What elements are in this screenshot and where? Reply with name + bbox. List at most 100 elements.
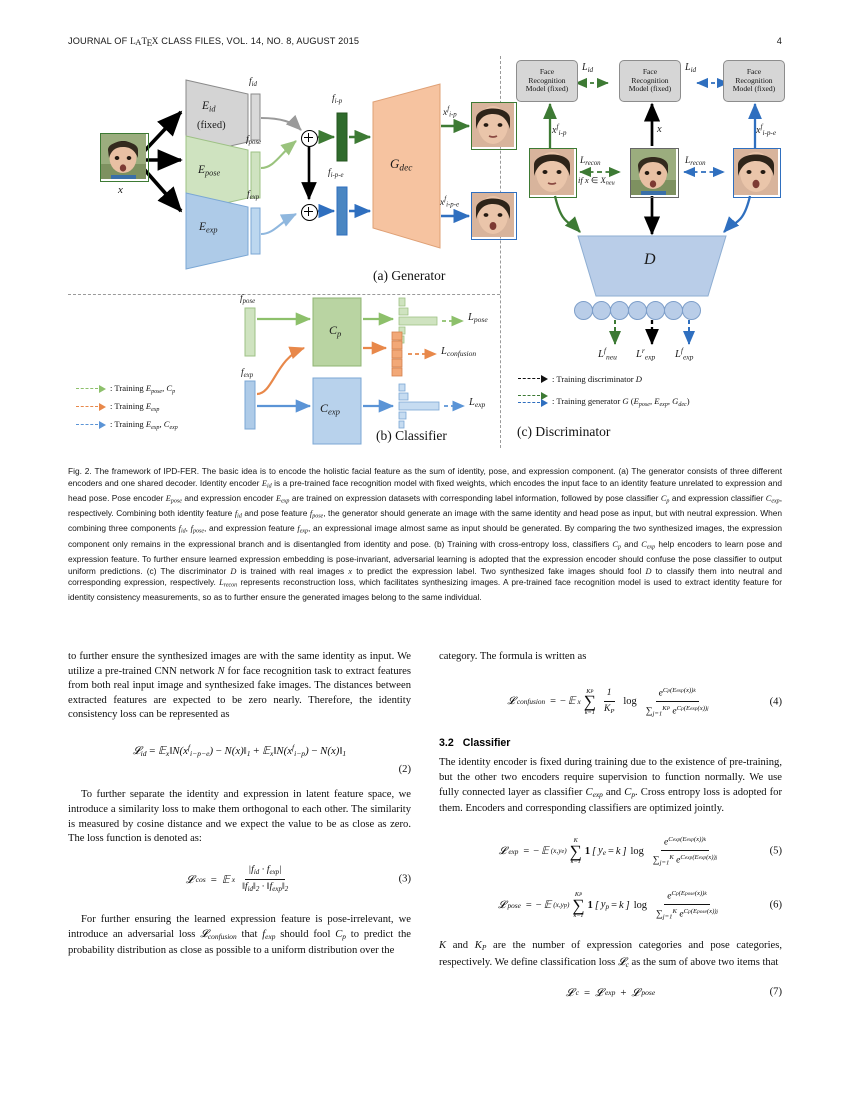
discriminator-svg [543, 77, 762, 346]
body-left-column: to further ensure the synthesized images… [68, 650, 411, 959]
generator-input-label: x [118, 184, 123, 196]
disc-x-label: x [657, 124, 662, 135]
classifier-legend-row-1: : Training Epose, Cp [76, 383, 175, 395]
disc-loss-rexp-label: Lrexp [636, 346, 656, 362]
disc-neuron [628, 301, 647, 320]
output-face-neutral [471, 102, 517, 150]
disc-loss-fexp-label: Lfexp [675, 346, 694, 362]
figure-2: x Eid (fixed) Epose Eexp fid fpose fexp … [68, 56, 785, 456]
caption-body-6: , respectively. Combining both identity … [68, 492, 783, 519]
disc-fake-neutral-face [529, 148, 577, 198]
right-paragraph-2: The identity encoder is fixed during tra… [439, 757, 782, 815]
caption-body-14: is trained with real images [236, 565, 349, 576]
legend-dash-black [518, 375, 548, 383]
classifier-cexp-label: Cexp [320, 401, 340, 417]
sum-operator-top [301, 130, 318, 147]
section-title: Classifier [462, 736, 511, 749]
section-number: 3.2 [439, 736, 454, 749]
feature-fpose-label: fpose [246, 135, 262, 146]
feature-fexp-label: fexp [247, 190, 260, 201]
encoder-pose-label: Epose [198, 164, 221, 178]
legend-dash-orange [76, 402, 106, 411]
output-xipe-label: xfi-p-e [440, 196, 460, 209]
loss-id-left-label: Lid [582, 62, 594, 75]
disc-neuron [574, 301, 593, 320]
disc-neuron [682, 301, 701, 320]
disc-neuron [592, 301, 611, 320]
feature-fid-label: fid [249, 77, 257, 88]
classifier-legend-row-2: : Training Eexp [76, 401, 159, 413]
legend-text-exp-cls: : Training Eexp, Cexp [110, 419, 178, 431]
loss-recon-right-label: Lrecon [685, 156, 706, 167]
feature-fip-label: fi-p [332, 94, 343, 105]
panel-b-caption: (b) Classifier [376, 428, 447, 443]
equation-5-tag: (5) [769, 845, 782, 857]
figure-caption: Fig. 2. The framework of IPD-FER. The ba… [68, 466, 783, 603]
left-paragraph-3: For further ensuring the learned express… [68, 914, 412, 957]
disc-loss-fneu-label: Lfneu [598, 346, 617, 362]
caption-body-16: to classify them into neutral and corres… [68, 565, 782, 588]
right-paragraph-3: K and KP are the number of expression ca… [439, 940, 783, 970]
caption-body-12: and [620, 538, 642, 549]
figure-horizontal-divider [68, 294, 500, 295]
classifier-fpose-label: fpose [240, 294, 256, 305]
disc-neuron [610, 301, 629, 320]
caption-body-7: and pose feature [241, 508, 310, 519]
journal-prefix: JOURNAL OF [68, 36, 131, 46]
encoder-id-note: (fixed) [197, 120, 226, 131]
classifier-fexp-label: fexp [241, 368, 254, 379]
output-xip-label: xfi-p [443, 106, 457, 119]
caption-body-13: help encoders to learn pose and expressi… [68, 538, 782, 576]
legend-text-exp-enc: : Training Eexp [110, 401, 160, 413]
loss-recon-left-label: Lrecon [580, 156, 601, 167]
page-number: 4 [776, 36, 782, 46]
caption-body-11: , an expressional image almost same as i… [68, 523, 783, 549]
discriminator-legend-row-2: : Training generator G (Epose, Eexp, Gde… [518, 392, 690, 408]
classifier-legend-row-3: : Training Eexp, Cexp [76, 419, 178, 431]
loss-confusion-label: Lconfusion [441, 346, 477, 359]
right-paragraph-1: category. The formula is written as [439, 651, 587, 662]
journal-title: JOURNAL OF LATEX CLASS FILES, VOL. 14, N… [68, 36, 360, 48]
figure-vertical-divider [500, 56, 501, 448]
legend-text-pose: : Training Epose, Cp [110, 383, 176, 395]
legend-dash-blue [76, 420, 106, 429]
equation-3-tag: (3) [398, 873, 411, 885]
left-paragraph-2: To further separate the identity and exp… [68, 789, 411, 845]
equation-6-tag: (6) [769, 899, 782, 911]
disc-xipe-label: xfi-p-e [756, 123, 777, 137]
legend-text-disc: : Training discriminator D [552, 374, 643, 384]
discriminator-legend-row-1: : Training discriminator D [518, 374, 642, 384]
caption-body-15: to predict the expression label. Two syn… [352, 565, 646, 576]
feature-fipe-label: fi-p-e [328, 168, 344, 179]
sum-operator-bottom [301, 204, 318, 221]
legend-text-gen: : Training generator G (Epose, Eexp, Gde… [552, 395, 690, 408]
encoder-exp-label: Eexp [199, 221, 218, 235]
equation-4-tag: (4) [769, 696, 782, 708]
latex-logo: LATEX [130, 36, 159, 48]
equation-2: 𝓛id = 𝔼x‖N(xfi−p−e) − N(x)‖1 + 𝔼x‖N(xfi−… [68, 741, 411, 777]
running-header: JOURNAL OF LATEX CLASS FILES, VOL. 14, N… [68, 36, 782, 48]
caption-body-3: and expression encoder [181, 492, 276, 503]
decoder-label: Gdec [390, 156, 413, 174]
loss-pose-label: Lpose [468, 312, 488, 325]
discriminator-label: D [644, 251, 656, 268]
loss-exp-label: Lexp [469, 397, 486, 410]
loss-id-right-label: Lid [685, 62, 697, 75]
journal-suffix: CLASS FILES, VOL. 14, NO. 8, AUGUST 2015 [158, 36, 360, 46]
recon-condition-label: if x ∈ Xneu [578, 175, 615, 187]
caption-body-9: , [185, 523, 191, 534]
caption-body-5: and expression classifier [669, 492, 766, 503]
disc-fake-expressional-face [733, 148, 781, 198]
caption-body-8: , the generator should generate an image… [68, 508, 782, 534]
equation-2-tag: (2) [398, 763, 411, 775]
input-face-image [100, 133, 149, 182]
classifier-cp-label: Cp [329, 323, 342, 339]
left-paragraph-1: to further ensure the synthesized images… [68, 651, 411, 721]
